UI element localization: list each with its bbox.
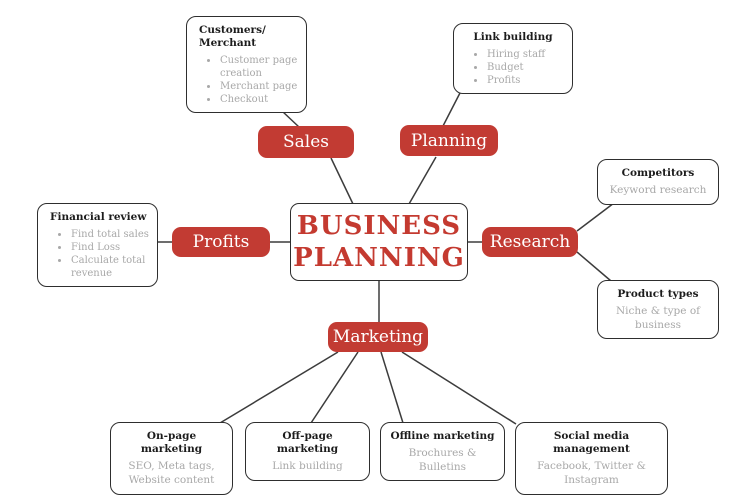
bullet-item: Hiring staff xyxy=(486,48,568,61)
branch-node-profits: Profits xyxy=(172,227,270,257)
box-title: Link building xyxy=(473,31,553,43)
central-topic-line2: PLANNING xyxy=(293,243,465,273)
connector-marketing-offline xyxy=(380,351,404,424)
bullet-list: Hiring staff Budget Profits xyxy=(458,48,568,87)
bullet-item: Merchant page xyxy=(219,80,302,93)
box-title: Offline marketing xyxy=(390,430,495,442)
box-text: Link building xyxy=(272,460,343,473)
connector-marketing-offpage xyxy=(310,351,359,424)
box-title: Social media management xyxy=(553,430,630,456)
bullet-item: Customer page creation xyxy=(219,54,302,80)
box-title: Product types xyxy=(617,288,699,300)
bullet-item: Checkout xyxy=(219,93,302,106)
bullet-list: Customer page creation Merchant page Che… xyxy=(191,54,302,106)
box-title: On-page marketing xyxy=(140,430,203,456)
branch-node-marketing: Marketing xyxy=(328,322,428,352)
box-text: Brochures & Bulletins xyxy=(408,447,477,473)
detail-box-product-types: Product types Niche & type of business xyxy=(597,280,719,340)
connector-marketing-social xyxy=(401,351,517,425)
central-topic-line1: BUSINESS xyxy=(296,210,462,241)
central-topic-business-planning: BUSINESS PLANNING xyxy=(290,203,468,281)
box-text: Keyword research xyxy=(609,184,707,197)
bullet-item: Profits xyxy=(486,74,568,87)
box-title: Competitors xyxy=(621,167,695,179)
branch-node-planning: Planning xyxy=(400,125,498,156)
connector-marketing-onpage xyxy=(219,351,339,424)
detail-box-on-page-marketing: On-page marketing SEO, Meta tags, Websit… xyxy=(110,422,233,495)
branch-node-research: Research xyxy=(482,227,578,257)
box-text: SEO, Meta tags, Website content xyxy=(128,460,215,486)
connector-planning-center xyxy=(408,156,437,205)
bullet-item: Calculate total revenue xyxy=(70,254,153,280)
bullet-list: Find total sales Find Loss Calculate tot… xyxy=(42,228,153,280)
detail-box-financial-review: Financial review Find total sales Find L… xyxy=(37,203,158,288)
detail-box-competitors: Competitors Keyword research xyxy=(597,159,719,205)
detail-box-link-building: Link building Hiring staff Budget Profit… xyxy=(453,23,573,95)
bullet-item: Find total sales xyxy=(70,228,153,241)
connector-sales-center xyxy=(330,157,354,205)
connector-research-competitors xyxy=(576,202,615,232)
bullet-item: Budget xyxy=(486,61,568,74)
box-title: Financial review xyxy=(50,211,147,223)
detail-box-social-media-management: Social media management Facebook, Twitte… xyxy=(515,422,668,495)
box-title: Off-page marketing xyxy=(276,430,339,456)
detail-box-off-page-marketing: Off-page marketing Link building xyxy=(245,422,370,481)
detail-box-customers-merchant: Customers/ Merchant Customer page creati… xyxy=(186,16,307,114)
box-text: Facebook, Twitter & Instagram xyxy=(537,460,646,486)
bullet-item: Find Loss xyxy=(70,241,153,254)
box-text: Niche & type of business xyxy=(615,305,701,331)
connector-linkbuilding-planning xyxy=(442,90,462,127)
branch-node-sales: Sales xyxy=(258,126,354,158)
detail-box-offline-marketing: Offline marketing Brochures & Bulletins xyxy=(380,422,505,482)
connector-research-producttypes xyxy=(576,251,612,282)
box-title: Customers/ Merchant xyxy=(199,24,266,50)
